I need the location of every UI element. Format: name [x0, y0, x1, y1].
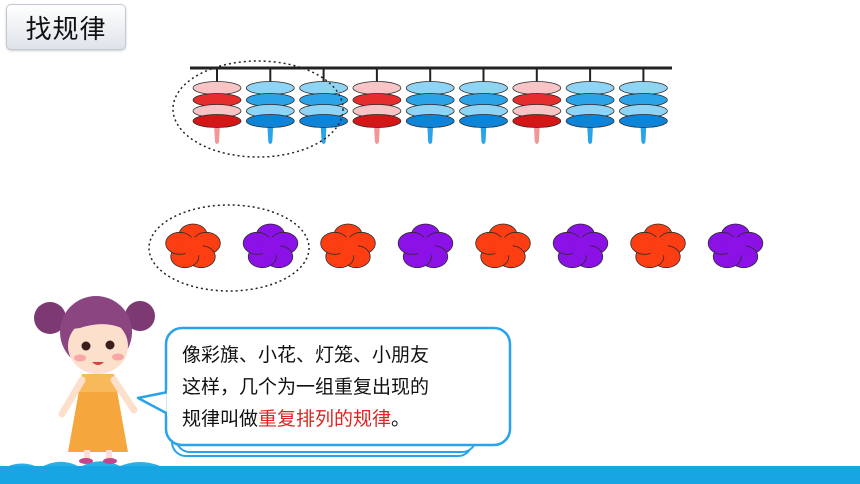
- bubble-line-2: 这样，几个为一组重复出现的: [182, 376, 430, 398]
- bubble-text: 像彩旗、小花、灯笼、小朋友 这样，几个为一组重复出现的 规律叫做重复排列的规律。: [182, 339, 500, 435]
- speech-bubble: [136, 326, 512, 457]
- girl-character: [34, 296, 155, 464]
- lantern-blue: [459, 68, 508, 144]
- flower-group-circle: [148, 204, 310, 292]
- flower-red: [475, 223, 531, 269]
- title-box: 找规律: [6, 4, 126, 50]
- flower-purple: [552, 223, 609, 269]
- flower-purple: [707, 223, 764, 269]
- lantern-row: [192, 68, 668, 144]
- lantern-red: [352, 68, 402, 144]
- lantern-blue: [619, 68, 668, 144]
- flower-red: [320, 223, 376, 269]
- page-title: 找规律: [25, 14, 107, 45]
- lantern-red: [192, 68, 242, 144]
- bubble-line-3-prefix: 规律叫做: [182, 408, 259, 430]
- flower-row: [165, 223, 764, 269]
- flower-red: [165, 223, 221, 269]
- lantern-blue: [245, 68, 295, 144]
- lantern-blue: [405, 68, 455, 144]
- lantern-blue: [565, 68, 615, 144]
- lantern-blue: [299, 68, 349, 144]
- flower-purple: [242, 223, 299, 269]
- flower-red: [630, 223, 686, 269]
- lantern-group-circle: [172, 60, 344, 158]
- flower-purple: [397, 223, 454, 269]
- bubble-line-1: 像彩旗、小花、灯笼、小朋友: [182, 344, 430, 366]
- bubble-line-3: 规律叫做重复排列的规律。: [182, 403, 500, 435]
- bubble-line-3-suffix: 。: [391, 408, 411, 430]
- lantern-red: [512, 68, 562, 144]
- bottom-band: [0, 466, 860, 484]
- highlight-term: 重复排列的规律: [258, 408, 392, 430]
